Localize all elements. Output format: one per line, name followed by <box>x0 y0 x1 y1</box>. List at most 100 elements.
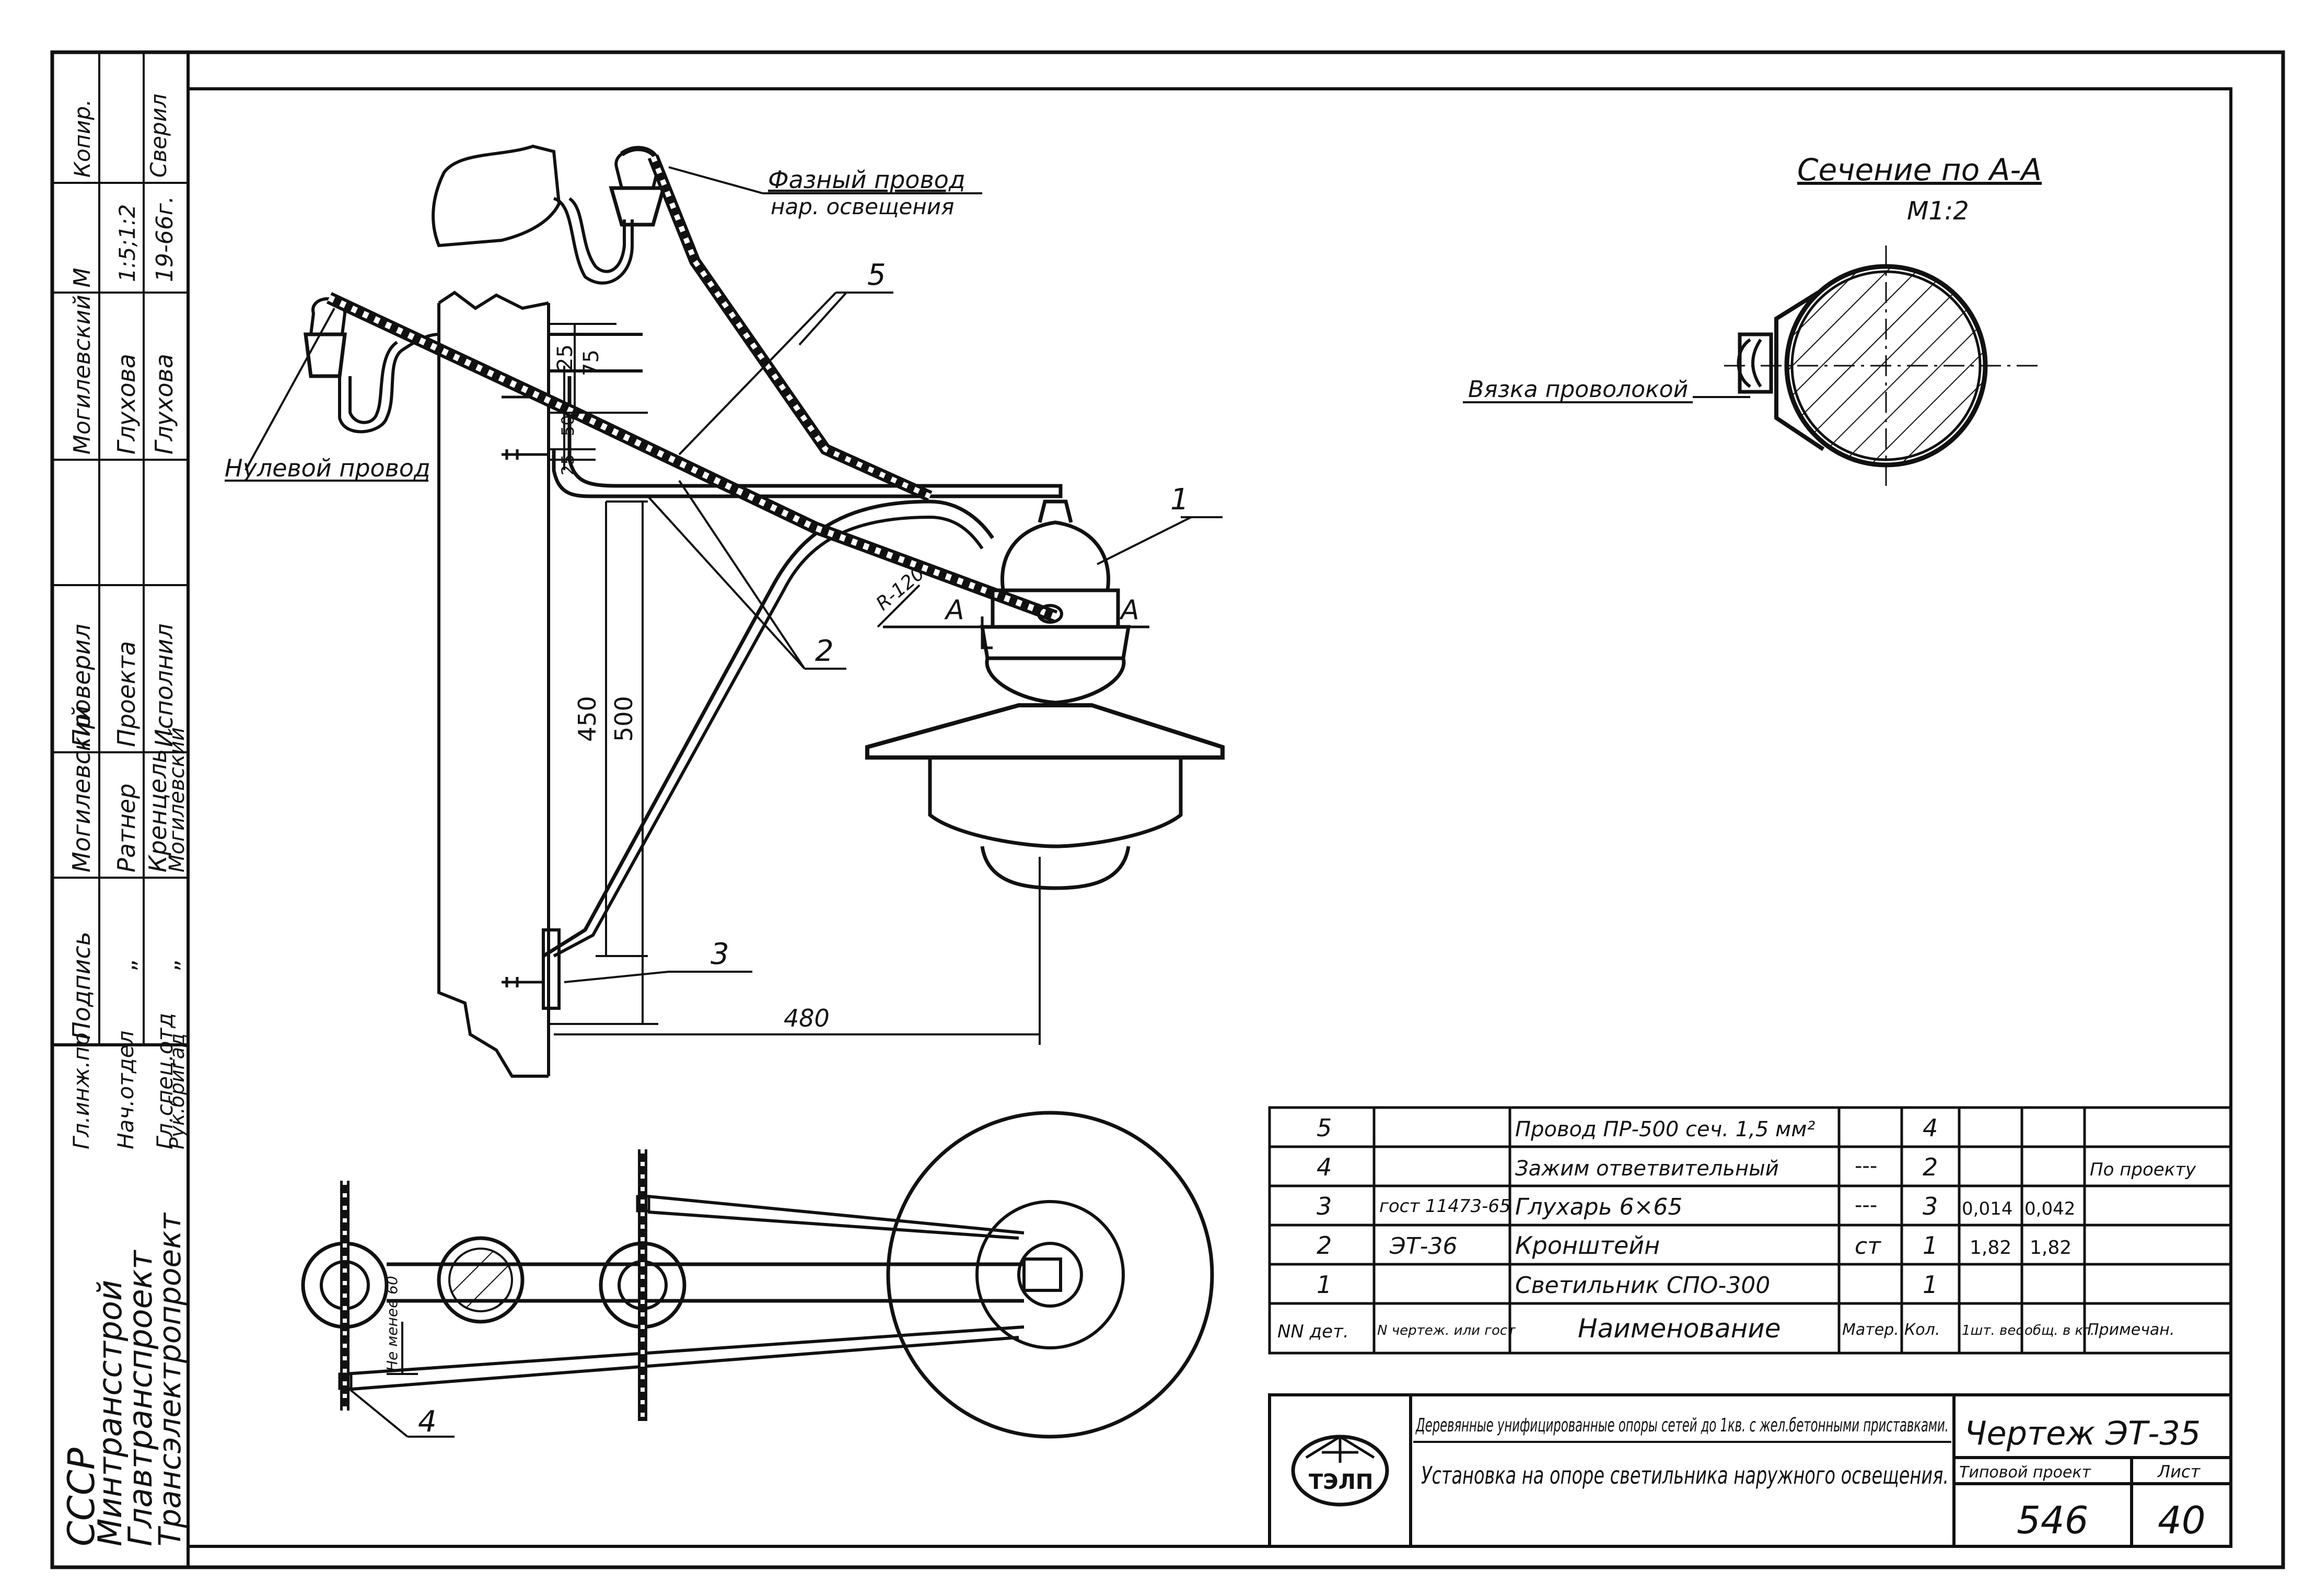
cell: 4 <box>1317 1153 1332 1181</box>
cell: 1 <box>1923 1271 1938 1299</box>
title-block: ТЭЛП Деревянные унифицированные опоры се… <box>1268 1393 2232 1548</box>
org-line-3: Главтранспроект <box>121 1250 159 1546</box>
cell: 3 <box>1923 1192 1938 1220</box>
phase-hook <box>553 197 634 285</box>
cell: 5 <box>1317 1114 1332 1142</box>
luminaire-plan <box>886 1111 1214 1439</box>
hdr-note: Примечан. <box>2087 1321 2174 1339</box>
section-scale: М1:2 <box>1907 196 1969 226</box>
wooden-pole <box>437 290 550 1078</box>
stamp-extra-2: Глухова <box>112 354 141 455</box>
stamp-role-3: Гл.спец.отд <box>152 1013 178 1149</box>
stamp-proj-1: Проекта <box>112 641 141 747</box>
cell: 0,042 <box>2024 1198 2075 1219</box>
callout-3: 3 <box>711 937 729 971</box>
spec-row-4: 4 Зажим ответвительный --- 2 По проекту <box>1317 1153 2196 1181</box>
cell: --- <box>1855 1154 1877 1178</box>
cell: 4 <box>1923 1114 1938 1142</box>
leader-lines <box>225 166 1223 983</box>
hdr-mat: Матер. <box>1842 1321 1899 1339</box>
phase-wire-label-1: Фазный провод <box>768 166 965 194</box>
dim-75: 75 <box>579 350 603 376</box>
cell: Светильник СПО-300 <box>1515 1272 1770 1299</box>
typ-value: 546 <box>2017 1498 2088 1542</box>
sheet-label: Лист <box>2157 1462 2201 1482</box>
stamp-sign-4: „ <box>155 959 183 972</box>
stamp-extra-7: Сверил <box>146 94 171 178</box>
stamp-col-name: Могилевский <box>67 705 96 872</box>
stamp-sign-2: „ <box>112 959 141 972</box>
cell: 3 <box>1317 1192 1332 1220</box>
hdr-w2: общ. в кг. <box>2024 1323 2094 1338</box>
neutral-wire-label: Нулевой провод <box>225 454 430 482</box>
cell: 1 <box>1923 1231 1938 1260</box>
org-line-4: Трансэлектропроект <box>152 1212 188 1546</box>
cell: ст <box>1855 1233 1881 1260</box>
cell: 0,014 <box>1962 1198 2012 1219</box>
radius-label: R-120 <box>872 563 928 615</box>
cell: 1,82 <box>2030 1237 2072 1259</box>
spec-header-row: NN дет. N чертеж. или гост Наименование … <box>1277 1313 2174 1344</box>
dim-500: 500 <box>610 696 638 742</box>
plan-view: Не менее 60 4 <box>301 1111 1214 1439</box>
stamp-name-4: Могилевский <box>165 727 189 872</box>
org-line-2: Минтрансстрой <box>91 1280 129 1546</box>
stamp-extra-1: Могилевский М <box>69 267 96 455</box>
hdr-w1: 1шт. вес <box>1962 1323 2023 1338</box>
wire-tie <box>1774 290 1825 451</box>
stamp-col-check: Проверил <box>67 624 96 747</box>
callout-1: 1 <box>1170 483 1189 517</box>
hdr-no: NN дет. <box>1277 1321 1349 1342</box>
dim-25b: 25 <box>558 454 578 475</box>
drawing-number: Чертеж ЭТ-35 <box>1964 1414 2201 1452</box>
dim-450: 450 <box>573 696 601 742</box>
stamp-extra-6: Копир. <box>69 99 95 178</box>
spec-row-5: 5 Провод ПР-500 сеч. 1,5 мм² 4 <box>1317 1114 1938 1142</box>
cell: По проекту <box>2090 1159 2196 1180</box>
tie-label: Вязка проволокой <box>1468 376 1688 403</box>
stamp-extra-5: 19-66г. <box>152 196 178 282</box>
section-title: Сечение по А-А <box>1797 152 2042 188</box>
cell: Глухарь 6×65 <box>1515 1194 1682 1220</box>
cell: Провод ПР-500 сеч. 1,5 мм² <box>1515 1117 1815 1141</box>
luminaire-icon <box>865 499 1225 890</box>
title-main: Установка на опоре светильника наружного… <box>1421 1461 1949 1489</box>
section-mark-right: А <box>1119 595 1139 626</box>
callout-5: 5 <box>867 258 886 292</box>
stamp-col-sign: Подпись <box>67 931 96 1040</box>
callout-4: 4 <box>418 1405 437 1439</box>
cell: 2 <box>1923 1153 1938 1181</box>
stamp-role-1: Гл.инж.пр <box>68 1032 94 1149</box>
hdr-name: Наименование <box>1578 1313 1781 1344</box>
sheet-value: 40 <box>2158 1498 2206 1542</box>
pole-plan-center <box>437 1236 525 1324</box>
stamp-name-2: Ратнер <box>112 784 141 872</box>
stamp-proj-2: Исполнил <box>150 623 178 747</box>
cell: 1 <box>1317 1271 1332 1299</box>
cell: 1,82 <box>1970 1237 2011 1259</box>
section-mark-left: А <box>944 595 964 626</box>
cell: Зажим ответвительный <box>1515 1157 1779 1181</box>
spec-row-2: 2 ЭТ-36 Кронштейн ст 1 1,82 1,82 <box>1317 1231 2072 1260</box>
tep-logo: ТЭЛП <box>1291 1435 1389 1507</box>
stamp-role-2: Нач.отдел <box>113 1031 138 1149</box>
spec-row-1: 1 Светильник СПО-300 1 <box>1317 1271 1938 1299</box>
typ-label: Типовой проект <box>1959 1463 2091 1482</box>
dim-50: 50 <box>558 415 578 436</box>
cell: 2 <box>1317 1231 1332 1260</box>
logo-text: ТЭЛП <box>1309 1470 1373 1494</box>
cell: гост 11473-65 <box>1379 1196 1511 1217</box>
plan-dim-label: Не менее 60 <box>383 1276 401 1371</box>
hdr-doc: N чертеж. или гост <box>1377 1323 1516 1338</box>
org-line-1: СССР <box>60 1447 103 1546</box>
neutral-insulator-icon <box>304 297 347 378</box>
cell: --- <box>1855 1193 1877 1217</box>
dimension-lines <box>548 323 1041 1076</box>
hdr-qty: Кол. <box>1904 1321 1940 1339</box>
dim-480: 480 <box>784 1004 830 1032</box>
spec-row-3: 3 гост 11473-65 Глухарь 6×65 --- 3 0,014… <box>1317 1192 2075 1220</box>
side-stamp: СССР Минтрансстрой Главтранспроект Транс… <box>51 51 190 1569</box>
title-subtitle: Деревянные унифицированные опоры сетей д… <box>1415 1415 1949 1436</box>
cell: ЭТ-36 <box>1389 1233 1457 1260</box>
